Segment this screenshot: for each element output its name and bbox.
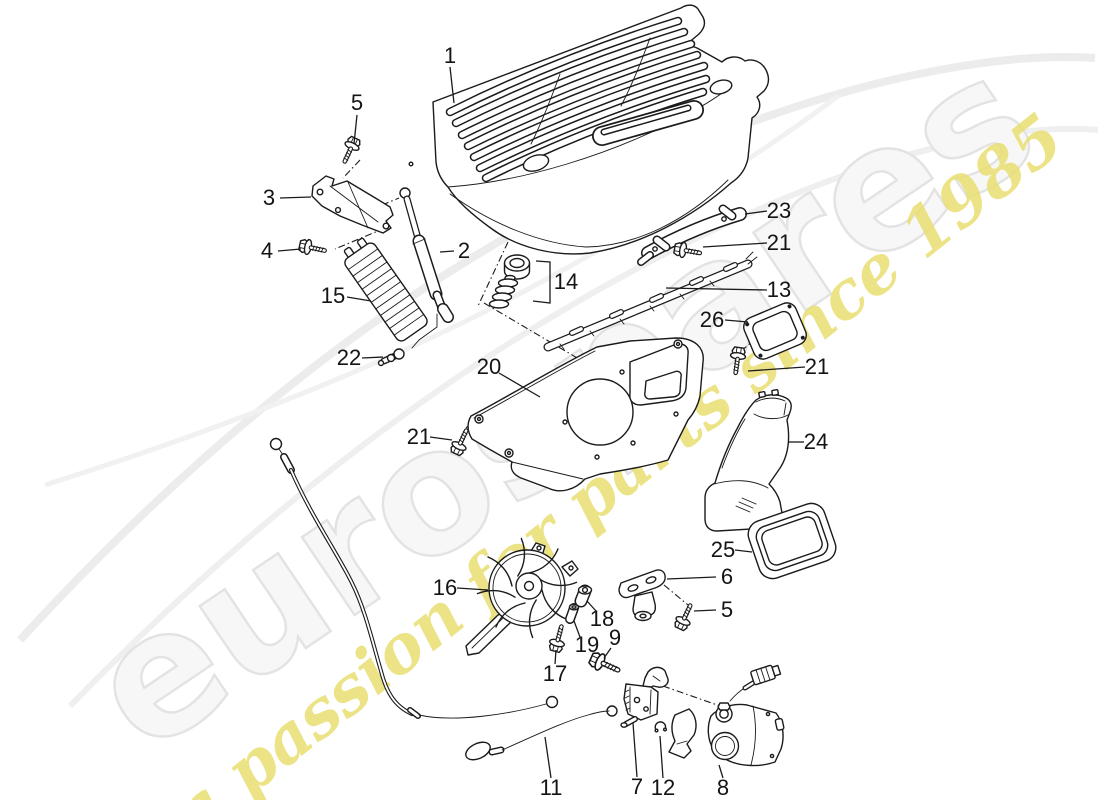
leader-line-15: [346, 296, 372, 302]
part-label-14: 14: [553, 269, 579, 294]
release-cable: [269, 437, 559, 719]
leader-line-6: [666, 576, 717, 580]
part-label-17: 17: [542, 661, 568, 686]
leader-line-20: [498, 372, 541, 398]
leader-line-23: [744, 210, 768, 215]
leader-line-13: [665, 287, 768, 291]
cooling-fan: [465, 537, 579, 656]
part-label-3: 3: [262, 185, 276, 210]
part-label-23: 23: [766, 198, 792, 223]
leader-line-17: [554, 649, 557, 665]
part-label-18: 18: [589, 606, 615, 631]
part-label-7: 7: [630, 774, 644, 799]
part-label-4: 4: [260, 238, 274, 263]
leader-lines: [277, 66, 806, 779]
nut-and-spring: [488, 254, 531, 309]
lid-latch: [620, 666, 669, 728]
circlip: [654, 721, 668, 733]
cover-rail: [543, 251, 758, 352]
engine-lid-grille: [408, 4, 770, 255]
leader-line-5: [353, 114, 358, 145]
leader-line-19: [573, 620, 581, 638]
part-label-5: 5: [720, 597, 734, 622]
bleed-valve: [377, 348, 405, 367]
part-label-13: 13: [766, 277, 792, 302]
lanyard-cable: [465, 705, 618, 761]
lock-actuator: [668, 664, 785, 767]
part-label-12: 12: [650, 775, 676, 800]
part-label-16: 16: [432, 575, 458, 600]
leader-line-11: [544, 736, 552, 779]
part-label-5: 5: [350, 90, 364, 115]
leader-line-22: [361, 356, 384, 359]
part-label-21: 21: [406, 424, 432, 449]
part-label-26: 26: [699, 307, 725, 332]
hinge-bracket: [311, 175, 394, 234]
swoosh-curve: [67, 125, 1099, 709]
leader-line-4: [277, 248, 302, 252]
grommet: [574, 584, 593, 608]
control-module: [343, 237, 428, 342]
cable-connector: [750, 664, 782, 686]
leader-line-5: [693, 609, 717, 612]
engine-compartment-panel: [467, 337, 704, 492]
leader-line-7: [632, 722, 638, 778]
part-label-9: 9: [608, 625, 622, 650]
part-label-21: 21: [804, 354, 830, 379]
part-label-22: 22: [336, 345, 362, 370]
leader-line-26: [724, 319, 749, 323]
support-bracket: [637, 204, 747, 266]
gas-strut: [399, 187, 454, 323]
leader-line-21: [747, 366, 806, 372]
leader-line-3: [279, 196, 312, 199]
leader-line-18: [586, 600, 597, 612]
duct-seal: [747, 502, 837, 580]
part-label-15: 15: [320, 283, 346, 308]
leader-line-12: [659, 735, 664, 779]
leader-line-2: [439, 250, 455, 253]
leader-line-16: [456, 587, 489, 591]
leader-line-9: [603, 647, 612, 659]
leader-line-1: [449, 66, 455, 104]
leader-line-25: [734, 549, 753, 553]
part-label-1: 1: [443, 43, 457, 68]
spacer-sleeve: [565, 603, 580, 624]
leader-line-8: [718, 764, 724, 779]
part-label-11: 11: [539, 775, 563, 800]
leader-line-14: [532, 260, 551, 304]
leader-line-21: [429, 436, 453, 441]
leader-line-21: [702, 242, 768, 248]
part-label-20: 20: [476, 354, 502, 379]
latch-bracket: [618, 569, 666, 622]
part-label-8: 8: [716, 775, 730, 800]
part-label-19: 19: [574, 632, 600, 657]
part-label-21: 21: [766, 230, 792, 255]
part-label-6: 6: [720, 564, 734, 589]
part-label-24: 24: [803, 429, 829, 454]
part-label-25: 25: [710, 537, 736, 562]
part-label-2: 2: [457, 238, 471, 263]
gasket-frame: [743, 302, 807, 360]
